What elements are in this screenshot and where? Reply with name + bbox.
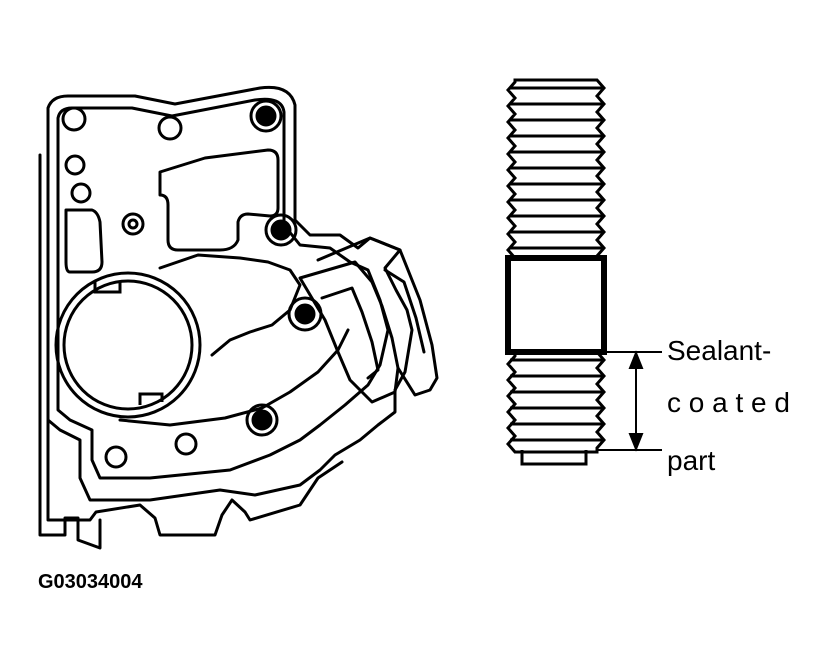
housing-main-outline [46,85,414,502]
stud-upper-thread [506,78,606,260]
figure-code: G03034004 [38,571,143,593]
bore-notch-bottom [138,392,164,405]
housing-cover [38,85,439,550]
callout-line-2: c o a t e d [667,387,790,418]
open-hole [157,115,183,141]
stud-shank [505,255,607,355]
stud-marker [294,303,316,325]
bore-notch-top [93,282,122,294]
housing-channel [158,253,302,357]
stud-bottom-chamfer [520,450,588,466]
stud-marker [255,105,277,127]
sealant-dimension [598,350,662,452]
callout-line-3: part [667,445,715,476]
callout-line-1: Sealant- [667,335,771,366]
housing-back-plate [38,153,102,550]
housing-flange-top [316,236,439,397]
open-hole [70,182,92,204]
housing-lower-channel [118,328,350,427]
open-hole [174,432,198,456]
open-hole [64,154,86,176]
dimension-arrow-top [628,350,644,369]
stud-marker [251,409,273,431]
stud-boss-ring [264,213,298,247]
stud-positions [245,99,323,437]
housing-flange-slot-1 [320,286,380,380]
open-hole [61,106,87,132]
open-hole-center [127,218,139,230]
housing-rear-body [46,418,344,537]
bore-inner-ring [62,279,194,411]
stud-boss-ring [249,99,283,133]
stud-bolt [505,78,607,466]
dimension-arrow-bottom [628,433,644,452]
stud-boss-ring [287,296,323,332]
main-bore [54,271,202,419]
stud-marker [270,219,292,241]
open-bolt-holes [61,106,198,469]
open-hole [104,445,128,469]
housing-side-pocket [64,208,104,274]
stud-boss-ring [245,403,279,437]
housing-flange-slot-2 [383,268,426,354]
housing-upper-pocket [158,148,280,252]
open-hole [121,212,145,236]
stud-lower-thread [506,350,606,454]
bore-outer-ring [54,271,202,419]
housing-flange-front [298,260,400,404]
